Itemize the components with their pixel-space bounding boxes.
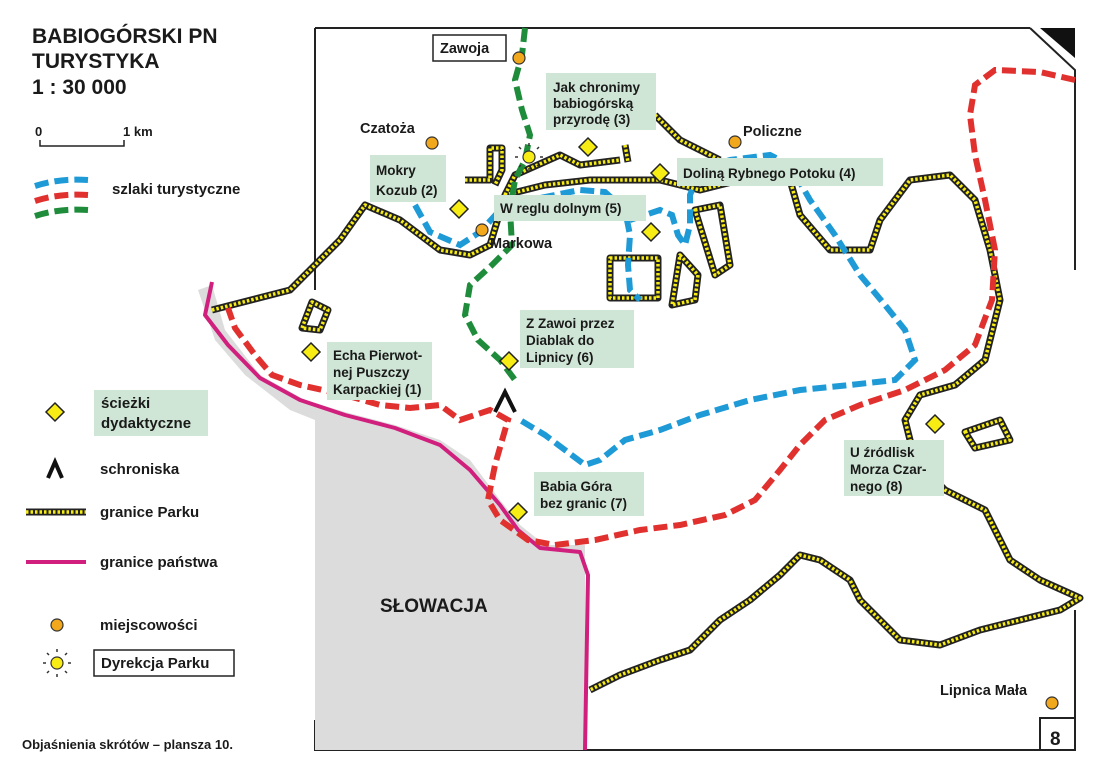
svg-text:babiogórską: babiogórską <box>553 96 634 111</box>
svg-text:TURYSTYKA: TURYSTYKA <box>32 50 160 73</box>
place-policzne: Policzne <box>743 124 802 140</box>
legend-directorate-label: Dyrekcja Parku <box>101 655 209 672</box>
legend-locality-label: miejscowości <box>100 617 198 634</box>
diamond-5 <box>640 221 662 243</box>
svg-text:nego (8): nego (8) <box>850 479 903 494</box>
place-markowa: Markowa <box>490 236 553 252</box>
slovakia-area <box>198 285 585 750</box>
svg-text:1 km: 1 km <box>123 124 153 139</box>
legend-trails-symbol <box>34 176 89 219</box>
legend-park-border-label: granice Parku <box>100 504 199 521</box>
svg-text:Diablak do: Diablak do <box>526 333 594 348</box>
locality-zawoja <box>512 51 526 65</box>
park-directorate-icon <box>515 143 543 171</box>
shelter-icon <box>493 387 517 413</box>
svg-text:Echa Pierwot-: Echa Pierwot- <box>333 348 422 363</box>
corner-marker <box>1040 28 1075 58</box>
didactic-label-5: W reglu dolnym (5) <box>500 201 622 216</box>
svg-text:Lipnicy (6): Lipnicy (6) <box>526 350 594 365</box>
svg-text:Z Zawoi przez: Z Zawoi przez <box>526 316 615 331</box>
didactic-label-boxes <box>327 73 944 516</box>
svg-text:0: 0 <box>35 124 42 139</box>
svg-text:BABIOGÓRSKI PN: BABIOGÓRSKI PN <box>32 24 218 48</box>
diamond-3 <box>577 136 599 158</box>
diamond-1 <box>300 341 322 363</box>
svg-text:U źródlisk: U źródlisk <box>850 445 915 460</box>
trail-red <box>225 66 1076 549</box>
legend: szlaki turystyczne ścieżki dydaktyczne s… <box>26 176 240 677</box>
locality-policzne <box>728 135 742 149</box>
legend-didactic-box <box>94 390 208 436</box>
didactic-label-6: Z Zawoi przez Diablak do Lipnicy (6) <box>526 316 615 365</box>
diamond-8 <box>924 413 946 435</box>
didactic-label-2: Mokry Kozub (2) <box>376 163 438 198</box>
locality-markowa <box>475 223 489 237</box>
locality-markers <box>425 51 1059 710</box>
svg-text:Morza Czar-: Morza Czar- <box>850 462 927 477</box>
didactic-path-markers <box>300 136 946 523</box>
didactic-label-8: U źródlisk Morza Czar- nego (8) <box>850 445 927 494</box>
legend-shelter-label: schroniska <box>100 461 180 478</box>
diamond-4 <box>649 162 671 184</box>
legend-trails-label: szlaki turystyczne <box>112 181 240 198</box>
scale-bar: 0 1 km <box>35 124 153 147</box>
country-label: SŁOWACJA <box>380 596 488 617</box>
legend-directorate-box <box>93 649 235 677</box>
didactic-label-3: Jak chronimy babiogórską przyrodę (3) <box>553 80 641 127</box>
page-number: 8 <box>1050 729 1061 750</box>
diamond-7 <box>507 501 529 523</box>
place-lipnica-mala: Lipnica Mała <box>940 683 1028 699</box>
legend-shelter-icon <box>46 457 64 479</box>
didactic-label-7: Babia Góra bez granic (7) <box>540 479 627 511</box>
didactic-label-1: Echa Pierwot- nej Puszczy Karpackiej (1) <box>333 348 422 397</box>
place-czatoza: Czatoża <box>360 121 416 137</box>
legend-directorate-icon <box>43 649 71 677</box>
svg-text:Karpackiej (1): Karpackiej (1) <box>333 382 422 397</box>
svg-text:1 : 30 000: 1 : 30 000 <box>32 76 127 99</box>
place-zawoja: Zawoja <box>440 41 490 57</box>
locality-czatoza <box>425 136 439 150</box>
diamond-6 <box>498 350 520 372</box>
svg-text:nej Puszczy: nej Puszczy <box>333 365 410 380</box>
svg-text:W reglu dolnym (5): W reglu dolnym (5) <box>500 201 622 216</box>
trail-blue <box>412 151 919 469</box>
zawoja-label-box <box>432 34 507 62</box>
svg-text:Jak chronimy: Jak chronimy <box>553 80 641 95</box>
diamond-2 <box>448 198 470 220</box>
svg-text:bez granic (7): bez granic (7) <box>540 496 627 511</box>
footer-note: Objaśnienia skrótów – plansza 10. <box>22 737 233 752</box>
locality-lipnica-mala <box>1045 696 1059 710</box>
svg-text:Doliną Rybnego Potoku (4): Doliną Rybnego Potoku (4) <box>683 166 856 181</box>
legend-locality-icon <box>50 618 64 632</box>
didactic-label-4: Doliną Rybnego Potoku (4) <box>683 166 856 181</box>
svg-text:Babia Góra: Babia Góra <box>540 479 613 494</box>
park-border-lines <box>212 115 1084 690</box>
legend-didactic-label-2: dydaktyczne <box>101 415 191 432</box>
svg-text:Mokry: Mokry <box>376 163 416 178</box>
svg-text:Kozub (2): Kozub (2) <box>376 183 438 198</box>
legend-state-border-label: granice państwa <box>100 554 218 571</box>
svg-text:przyrodę (3): przyrodę (3) <box>553 112 630 127</box>
map-title: BABIOGÓRSKI PN TURYSTYKA 1 : 30 000 <box>32 24 218 99</box>
legend-didactic-diamond <box>44 401 66 423</box>
legend-didactic-label-1: ścieżki <box>101 395 150 412</box>
state-border <box>203 281 590 751</box>
